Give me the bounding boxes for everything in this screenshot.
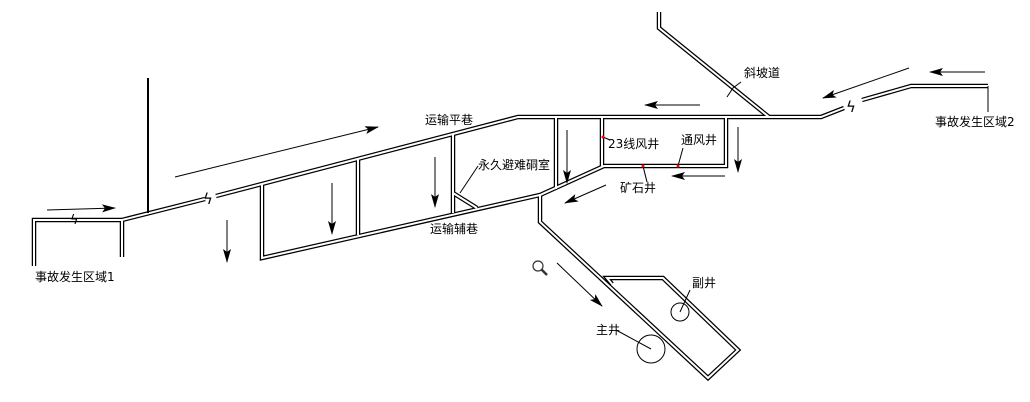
label-main-shaft: 主井 xyxy=(596,323,620,337)
break-symbol-icon: ϟ xyxy=(846,98,856,116)
leader-main-shaft xyxy=(615,329,652,350)
tunnel-aux-haulage xyxy=(261,117,727,260)
label-accident-zone-2: 事故发生区域2 xyxy=(935,114,1015,129)
label-ore-pass: 矿石井 xyxy=(620,181,656,195)
ore-marker xyxy=(641,164,645,168)
label-accident-zone-1: 事故发生区域1 xyxy=(35,269,115,284)
airflow-arrows xyxy=(46,67,985,307)
magnifier-icon[interactable] xyxy=(532,260,548,276)
airflow-arrow-icon xyxy=(46,204,116,213)
vent23-marker xyxy=(601,135,605,139)
label-aux-haulage: 运输辅巷 xyxy=(430,221,478,236)
leader-ore xyxy=(642,165,648,183)
tunnel-main-haulage xyxy=(215,105,845,199)
tunnel-refuge-chamber xyxy=(452,192,478,209)
tunnel-shaft-incline xyxy=(539,195,740,380)
tunnel-main-haulage xyxy=(215,107,845,197)
label-vent-shaft-23: 23线风井 xyxy=(608,137,659,151)
tunnel-zone2-drift xyxy=(861,85,988,101)
tunnel-ramp xyxy=(656,12,771,119)
tunnels xyxy=(31,12,988,382)
tunnel-zone1-drift xyxy=(33,219,123,266)
tunnel-zone2-drift xyxy=(861,83,988,103)
label-ramp: 斜坡道 xyxy=(744,66,780,80)
label-vent-shaft: 通风井 xyxy=(681,133,717,147)
label-auxiliary-shaft: 副井 xyxy=(692,276,716,290)
leader-refuge xyxy=(459,165,479,194)
vent-marker xyxy=(676,164,680,168)
airflow-arrow-icon xyxy=(564,184,607,204)
tunnel-ramp xyxy=(658,12,770,118)
break-symbol-icon: ϟ xyxy=(70,213,79,228)
leader-vent xyxy=(677,147,684,167)
airflow-arrow-icon xyxy=(822,67,910,99)
break-symbol-icon: ϟ xyxy=(203,190,213,208)
tunnel-main-haulage-west xyxy=(121,198,206,221)
leader-aux-shaft xyxy=(679,289,691,313)
label-main-haulage: 运输平巷 xyxy=(425,112,473,127)
label-refuge-chamber: 永久避难硐室 xyxy=(478,157,550,172)
airflow-arrow-icon xyxy=(556,262,603,307)
leader-ramp xyxy=(726,81,742,98)
airflow-arrow-icon xyxy=(174,126,379,178)
